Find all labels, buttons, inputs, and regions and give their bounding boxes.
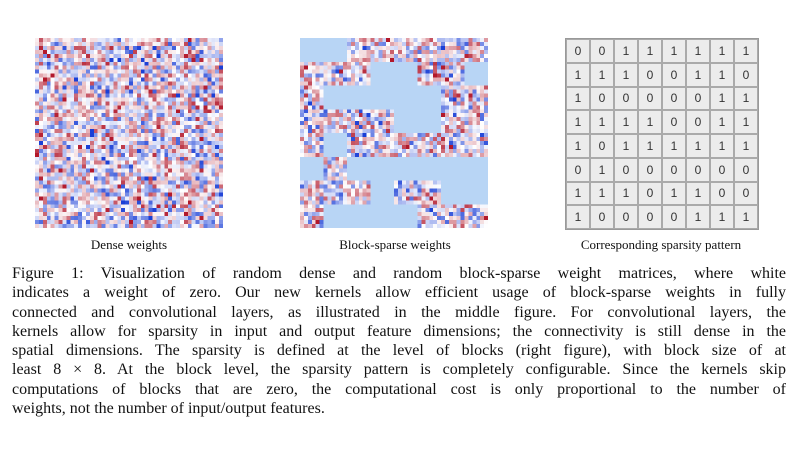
pattern-cell: 0 bbox=[710, 157, 734, 182]
pattern-cell: 1 bbox=[614, 62, 638, 87]
pattern-cell: 0 bbox=[662, 110, 686, 134]
pattern-cell: 1 bbox=[710, 205, 734, 229]
pattern-cell: 0 bbox=[686, 110, 710, 134]
pattern-cell: 1 bbox=[566, 205, 590, 229]
pattern-cell: 1 bbox=[662, 181, 686, 206]
caption-line: computations of blocks that are zero, th… bbox=[12, 380, 786, 398]
pattern-cell: 1 bbox=[734, 134, 758, 158]
pattern-cell: 0 bbox=[686, 157, 710, 182]
pattern-cell: 1 bbox=[734, 205, 758, 229]
pattern-cell: 1 bbox=[686, 62, 710, 87]
caption-line: kernels allow for sparsity in input and … bbox=[12, 322, 786, 340]
pattern-cell: 1 bbox=[662, 134, 686, 158]
pattern-cell: 1 bbox=[590, 157, 614, 182]
pattern-cell: 1 bbox=[638, 110, 662, 134]
pattern-cell: 1 bbox=[614, 39, 638, 63]
pattern-cell: 0 bbox=[590, 134, 614, 158]
pattern-cell: 1 bbox=[686, 205, 710, 229]
pattern-cell: 0 bbox=[710, 181, 734, 206]
pattern-cell: 1 bbox=[686, 181, 710, 206]
pattern-cell: 0 bbox=[566, 39, 590, 63]
pattern-cell: 1 bbox=[710, 62, 734, 87]
pattern-cell: 0 bbox=[638, 181, 662, 206]
pattern-cell: 0 bbox=[662, 62, 686, 87]
dense-weights-image bbox=[35, 38, 223, 228]
pattern-cell: 0 bbox=[590, 39, 614, 63]
pattern-cell: 1 bbox=[710, 110, 734, 134]
pattern-cell: 0 bbox=[662, 86, 686, 111]
pattern-cell: 0 bbox=[638, 62, 662, 87]
pattern-cell: 1 bbox=[614, 134, 638, 158]
pattern-cell: 1 bbox=[566, 86, 590, 111]
pattern-cell: 0 bbox=[590, 205, 614, 229]
pattern-cell: 0 bbox=[734, 157, 758, 182]
caption-line: weights, not the number of input/output … bbox=[12, 400, 325, 418]
sparse-subcaption: Block-sparse weights bbox=[339, 237, 451, 252]
pattern-cell: 1 bbox=[686, 39, 710, 63]
pattern-cell: 0 bbox=[734, 181, 758, 206]
pattern-cell: 1 bbox=[566, 134, 590, 158]
pattern-cell: 1 bbox=[710, 86, 734, 111]
pattern-cell: 0 bbox=[614, 157, 638, 182]
caption-line: least 8 × 8. At the block level, the spa… bbox=[12, 361, 786, 379]
pattern-cell: 1 bbox=[566, 62, 590, 87]
pattern-cell: 0 bbox=[686, 86, 710, 111]
pattern-cell: 1 bbox=[734, 86, 758, 111]
pattern-cell: 1 bbox=[734, 110, 758, 134]
caption-line: connected and convolutional layers, as i… bbox=[12, 303, 786, 321]
pattern-cell: 1 bbox=[590, 110, 614, 134]
caption-line: indicates a weight of zero. Our new kern… bbox=[12, 284, 786, 302]
pattern-cell: 0 bbox=[638, 86, 662, 111]
pattern-cell: 1 bbox=[566, 110, 590, 134]
dense-subcaption: Dense weights bbox=[90, 237, 168, 252]
figure-caption: Figure 1: Visualization of random dense … bbox=[12, 264, 786, 418]
pattern-cell: 1 bbox=[614, 110, 638, 134]
pattern-cell: 0 bbox=[662, 157, 686, 182]
pattern-subcaption: Corresponding sparsity pattern bbox=[580, 237, 742, 252]
caption-line: spatial dimensions. The sparsity is defi… bbox=[12, 342, 786, 360]
pattern-cell: 0 bbox=[614, 86, 638, 111]
pattern-cell: 1 bbox=[710, 39, 734, 63]
pattern-cell: 0 bbox=[566, 157, 590, 182]
pattern-cell: 1 bbox=[638, 134, 662, 158]
pattern-cell: 1 bbox=[638, 39, 662, 63]
pattern-cell: 0 bbox=[590, 86, 614, 111]
pattern-cell: 1 bbox=[686, 134, 710, 158]
pattern-cell: 0 bbox=[614, 205, 638, 229]
pattern-cell: 1 bbox=[662, 39, 686, 63]
pattern-cell: 0 bbox=[734, 62, 758, 87]
pattern-cell: 1 bbox=[710, 134, 734, 158]
caption-line: Figure 1: Visualization of random dense … bbox=[12, 265, 786, 282]
pattern-cell: 0 bbox=[638, 157, 662, 182]
pattern-cell: 0 bbox=[638, 205, 662, 229]
block-sparse-weights-image bbox=[300, 38, 488, 228]
pattern-cell: 1 bbox=[590, 181, 614, 206]
pattern-cell: 1 bbox=[566, 181, 590, 206]
pattern-cell: 1 bbox=[590, 62, 614, 87]
pattern-cell: 0 bbox=[662, 205, 686, 229]
pattern-cell: 1 bbox=[614, 181, 638, 206]
pattern-cell: 1 bbox=[734, 39, 758, 63]
